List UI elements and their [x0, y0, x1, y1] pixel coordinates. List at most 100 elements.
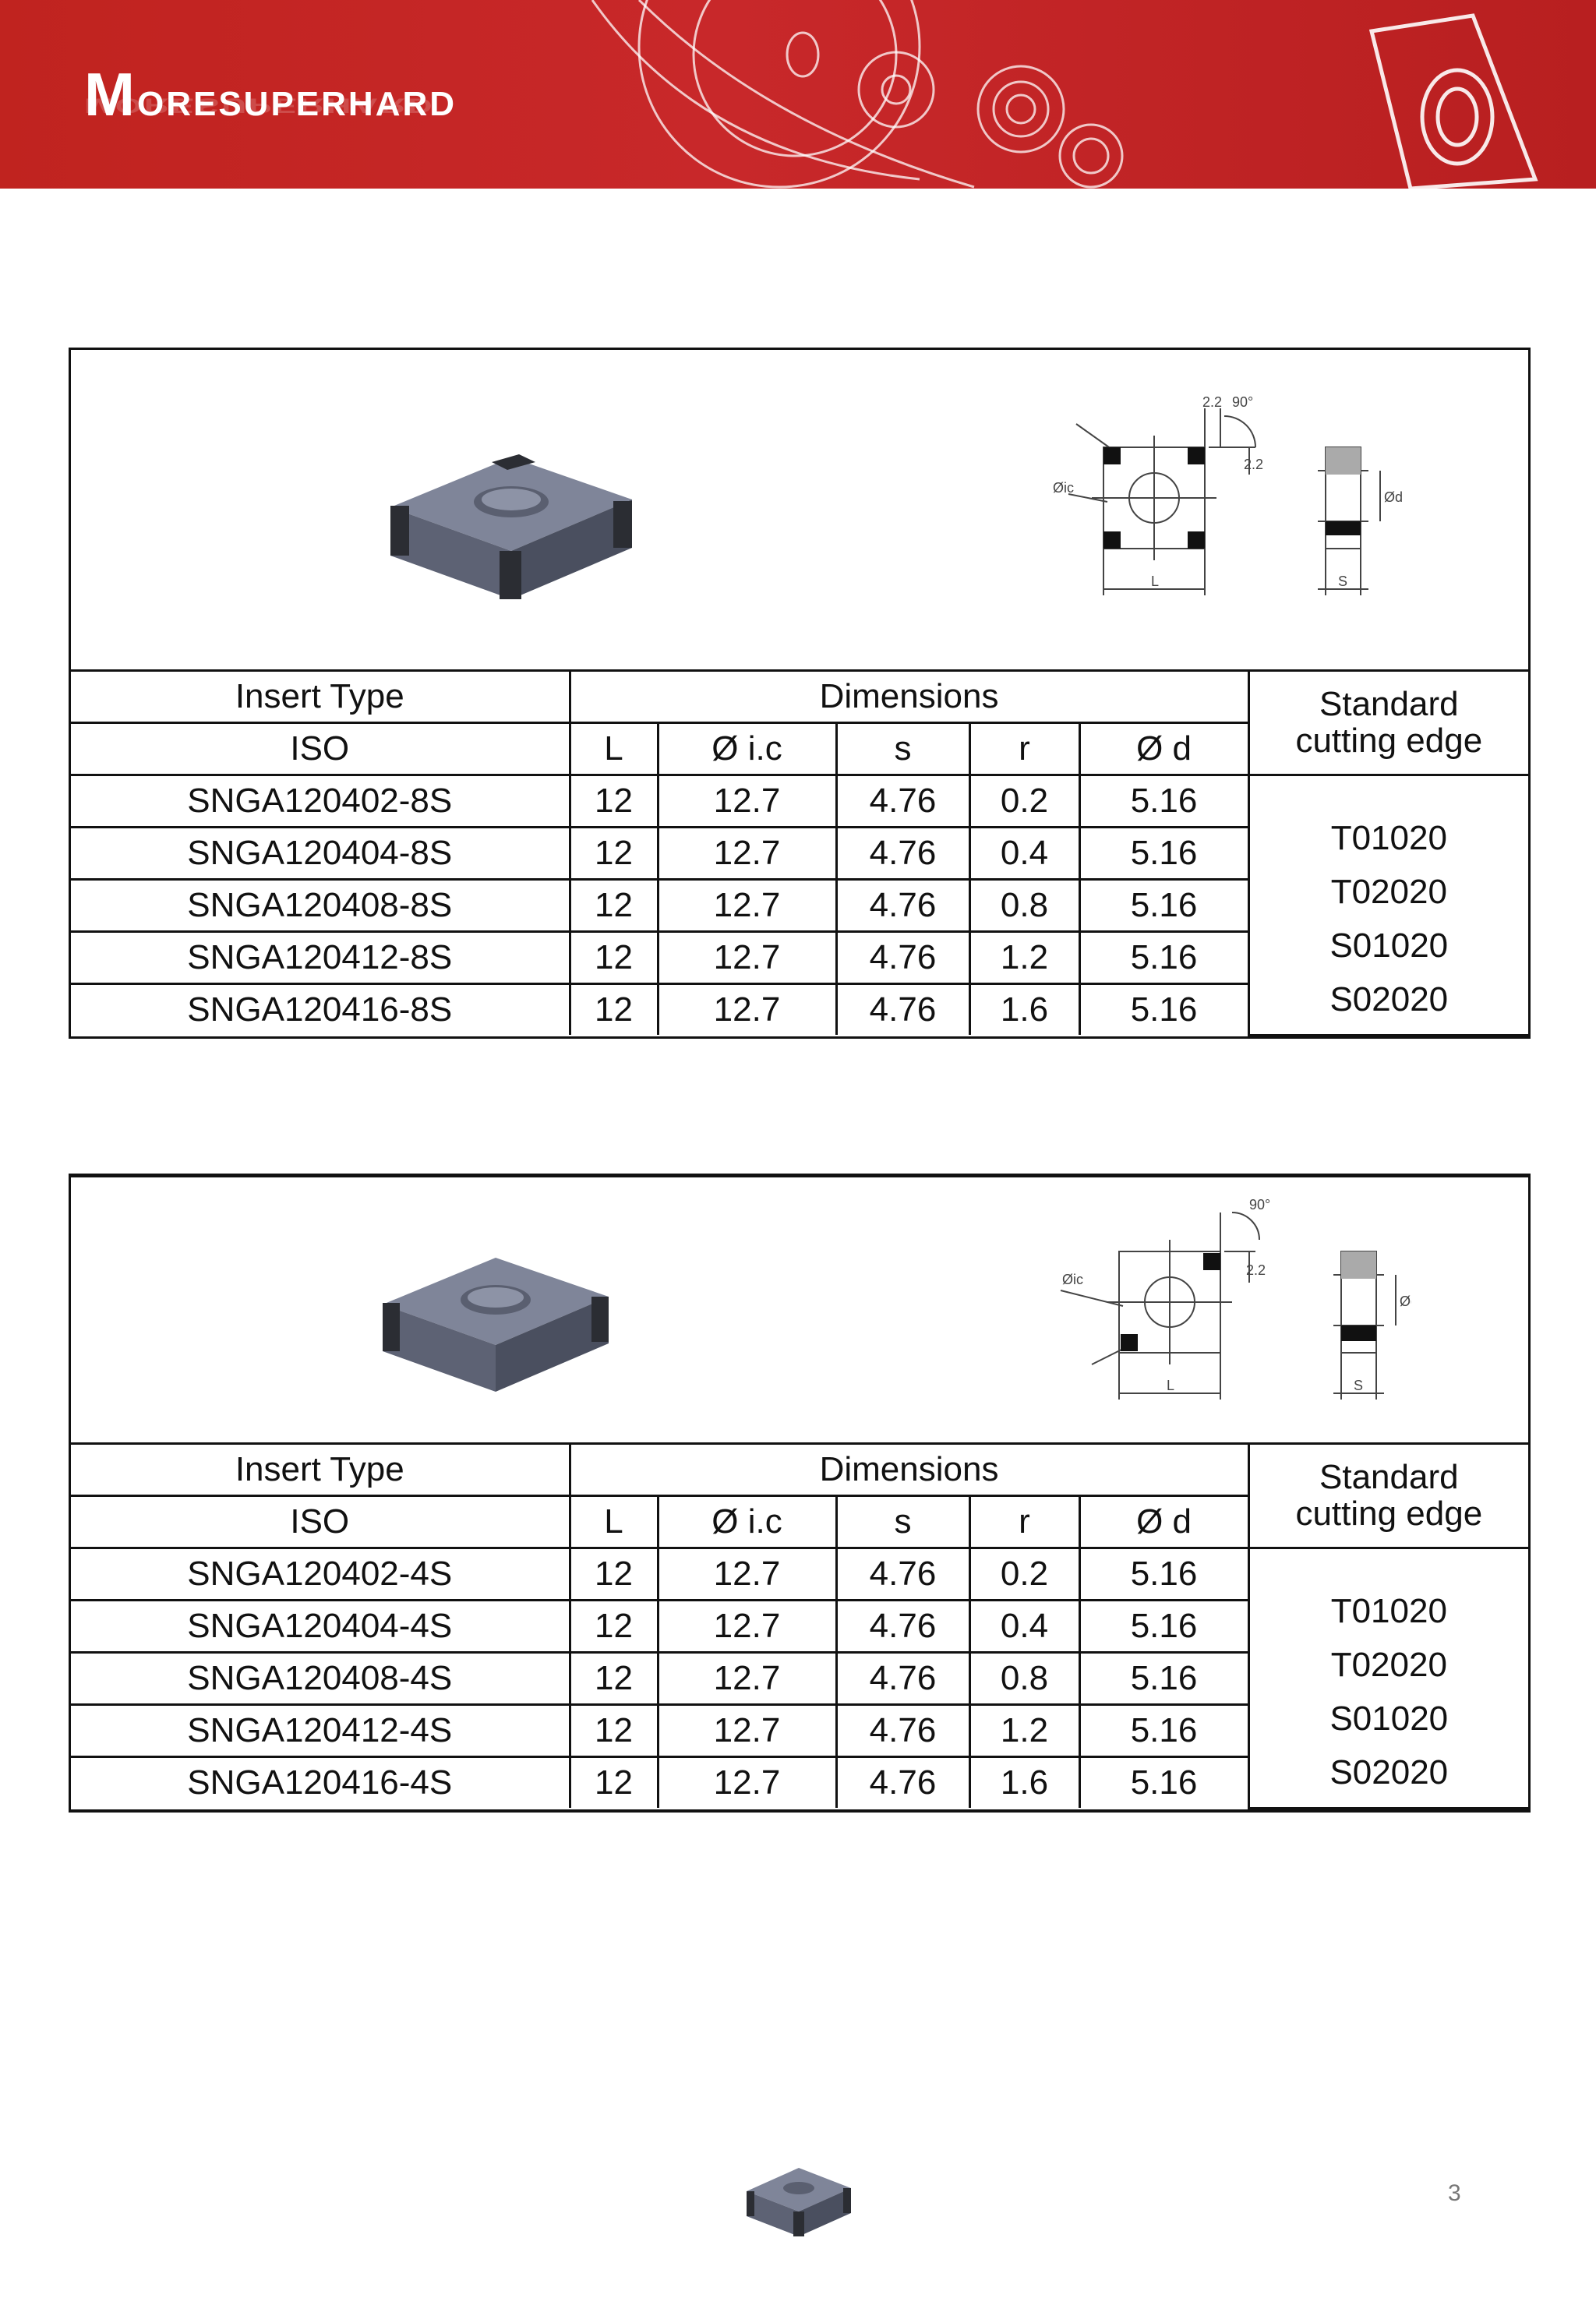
drawing-dim-2-2: 2.2 [1202, 394, 1222, 410]
cell-ic: 12.7 [656, 826, 838, 881]
cell-r: 0.8 [968, 878, 1081, 933]
col-s-header: s [835, 722, 971, 776]
cell-ic: 12.7 [656, 774, 838, 828]
cell-r: 1.2 [968, 930, 1081, 985]
drawing-angle: 90° [1232, 394, 1253, 410]
cell-L: 12 [568, 1547, 659, 1601]
spec-table-4s: Insert Type Dimensions Standard cutting … [71, 1445, 1529, 1809]
col-r-header: r [968, 722, 1081, 776]
drawing-L: L [1167, 1378, 1174, 1393]
cell-s: 4.76 [835, 1547, 971, 1601]
cell-iso: SNGA120402-8S [71, 774, 571, 828]
cell-iso: SNGA120408-4S [71, 1651, 571, 1706]
cell-s: 4.76 [835, 774, 971, 828]
insert-image [390, 454, 632, 599]
product-block-4s: 90° 2.2 Øic L S Ød Insert Type Dimension… [69, 1174, 1531, 1813]
drawing-d: Ød [1384, 489, 1403, 505]
iso-header: ISO [71, 1495, 571, 1549]
table-row: SNGA120412-8S 12 12.7 4.76 1.2 5.16 [71, 930, 1528, 985]
col-d-header: Ø d [1078, 722, 1249, 776]
cell-s: 4.76 [835, 826, 971, 881]
cell-iso: SNGA120412-4S [71, 1703, 571, 1758]
cell-d: 5.16 [1078, 1651, 1249, 1706]
cell-L: 12 [568, 1703, 659, 1758]
insert-type-header: Insert Type [71, 672, 571, 724]
table-row: SNGA120404-4S 12 12.7 4.76 0.4 5.16 [71, 1599, 1528, 1654]
cell-L: 12 [568, 826, 659, 881]
table-row: SNGA120412-4S 12 12.7 4.76 1.2 5.16 [71, 1703, 1528, 1758]
dimensions-header: Dimensions [568, 1445, 1250, 1497]
cell-ic: 12.7 [656, 930, 838, 985]
col-L-header: L [568, 1495, 659, 1549]
cell-r: 1.6 [968, 1756, 1081, 1808]
header-banner: MORESUPERHARD MORESUPERHARD [0, 0, 1596, 189]
cell-r: 0.8 [968, 1651, 1081, 1706]
spec-table-8s: Insert Type Dimensions Standard cutting … [71, 672, 1529, 1036]
iso-header: ISO [71, 722, 571, 776]
cutting-edge-list: T01020 T02020 S01020 S02020 [1247, 774, 1529, 1036]
cell-ic: 12.7 [656, 1599, 838, 1654]
table-row: SNGA120404-8S 12 12.7 4.76 0.4 5.16 [71, 826, 1528, 881]
drawing-s: S [1354, 1378, 1363, 1393]
table-row: SNGA120402-4S 12 12.7 4.76 0.2 5.16 T010… [71, 1547, 1529, 1809]
drawing-angle: 90° [1249, 1197, 1270, 1213]
cell-d: 5.16 [1078, 1599, 1249, 1654]
drawing-L: L [1151, 574, 1159, 589]
cell-ic: 12.7 [656, 1651, 838, 1706]
insert-image [383, 1258, 609, 1392]
cell-iso: SNGA120416-4S [71, 1756, 571, 1808]
product-block-8s: 2.2 90° 2.2 Øic L S Ød Insert Type Dimen… [69, 348, 1531, 1039]
drawing-dim-2-2-side: 2.2 [1244, 457, 1263, 472]
col-s-header: s [835, 1495, 971, 1549]
cell-r: 1.6 [968, 983, 1081, 1035]
cell-ic: 12.7 [656, 1756, 838, 1808]
cell-d: 5.16 [1078, 1703, 1249, 1758]
product-figure: 90° 2.2 Øic L S Ød [71, 1177, 1528, 1445]
cell-d: 5.16 [1078, 878, 1249, 933]
dimensions-header: Dimensions [568, 672, 1250, 724]
cell-ic: 12.7 [656, 983, 838, 1035]
cell-r: 0.2 [968, 774, 1081, 828]
footer-insert-icon [747, 2168, 851, 2236]
cell-ic: 12.7 [656, 878, 838, 933]
drawing-s: S [1338, 574, 1347, 589]
cell-iso: SNGA120408-8S [71, 878, 571, 933]
cell-s: 4.76 [835, 1756, 971, 1808]
cell-d: 5.16 [1078, 1547, 1250, 1601]
col-L-header: L [568, 722, 659, 776]
cell-r: 0.2 [968, 1547, 1081, 1601]
table-row: SNGA120416-4S 12 12.7 4.76 1.6 5.16 [71, 1756, 1528, 1808]
cell-d: 5.16 [1078, 1756, 1249, 1808]
decorative-circles-graphic [591, 0, 1538, 189]
cell-iso: SNGA120416-8S [71, 983, 571, 1035]
col-ic-header: Ø i.c [656, 722, 838, 776]
cell-s: 4.76 [835, 930, 971, 985]
cell-s: 4.76 [835, 983, 971, 1035]
cell-L: 12 [568, 1651, 659, 1706]
drawing-ic: Øic [1062, 1272, 1083, 1287]
cell-L: 12 [568, 983, 659, 1035]
drawing-ic: Øic [1053, 480, 1074, 496]
cell-r: 0.4 [968, 1599, 1081, 1654]
product-figure: 2.2 90° 2.2 Øic L S Ød [71, 350, 1528, 672]
col-ic-header: Ø i.c [656, 1495, 838, 1549]
page-number: 3 [1448, 2180, 1461, 2206]
cell-s: 4.76 [835, 1651, 971, 1706]
cell-r: 1.2 [968, 1703, 1081, 1758]
standard-edge-header: Standard cutting edge [1247, 1445, 1529, 1549]
cell-iso: SNGA120404-4S [71, 1599, 571, 1654]
cell-d: 5.16 [1078, 930, 1249, 985]
cell-iso: SNGA120412-8S [71, 930, 571, 985]
cell-d: 5.16 [1078, 826, 1249, 881]
cell-L: 12 [568, 774, 659, 828]
drawing-d: Ød [1400, 1294, 1411, 1309]
technical-drawing: 90° 2.2 Øic L S Ød [1060, 1197, 1411, 1400]
technical-drawing: 2.2 90° 2.2 Øic L S Ød [1053, 394, 1403, 595]
cell-L: 12 [568, 1756, 659, 1808]
brand-logo: MORESUPERHARD [84, 60, 457, 129]
cell-s: 4.76 [835, 1703, 971, 1758]
cell-s: 4.76 [835, 1599, 971, 1654]
cell-d: 5.16 [1078, 983, 1249, 1035]
cell-L: 12 [568, 878, 659, 933]
cell-s: 4.76 [835, 878, 971, 933]
